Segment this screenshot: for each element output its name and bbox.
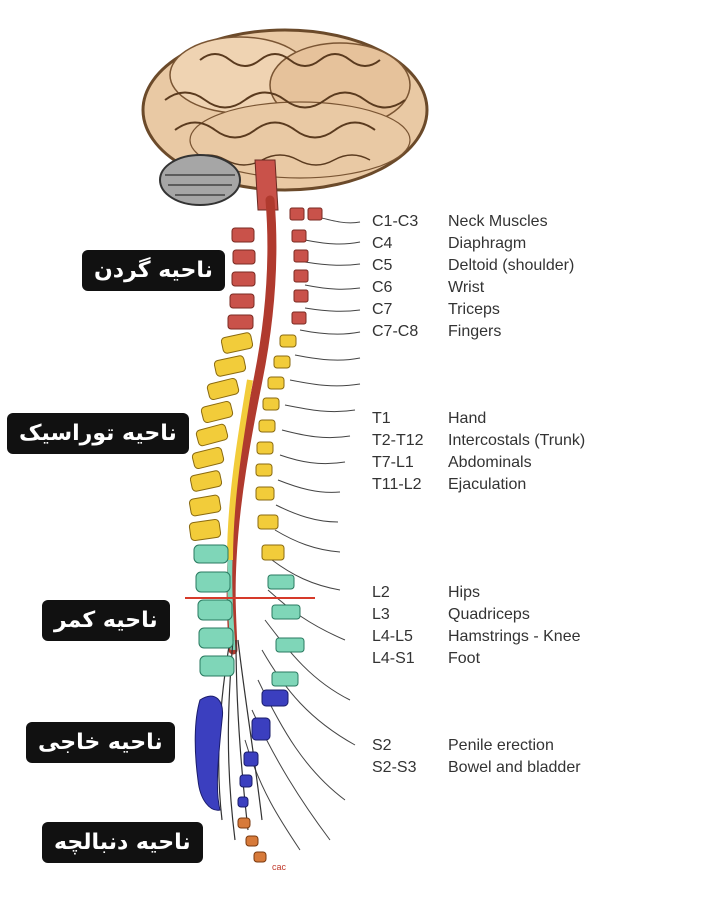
coccyx-tag: cac [272, 862, 287, 872]
segment-code: T2-T12 [372, 432, 424, 449]
segment-code: T11-L2 [372, 476, 422, 493]
segment-function: Wrist [448, 279, 485, 296]
segment-function: Bowel and bladder [448, 759, 581, 776]
segment-function: Foot [448, 650, 481, 667]
segment-function: Hand [448, 410, 487, 427]
segment-function: Fingers [448, 323, 502, 340]
region-label-lumbar: ناحیه کمر [42, 600, 170, 641]
segment-code: L2 [372, 584, 390, 601]
segment-code: C7 [372, 301, 393, 318]
segment-code: C6 [372, 279, 393, 296]
segment-code: T1 [372, 410, 391, 427]
segment-function: Deltoid (shoulder) [448, 257, 575, 274]
segment-code: L3 [372, 606, 390, 623]
brain-illustration [141, 28, 429, 211]
vertebrae-coccyx [237, 817, 267, 863]
segment-code: L4-S1 [372, 650, 415, 667]
segment-code: T7-L1 [372, 454, 414, 471]
segment-code: C4 [372, 235, 393, 252]
segment-function: Triceps [448, 301, 500, 318]
region-label-thoracic: ناحیه توراسیک [7, 413, 189, 454]
segment-function: Quadriceps [448, 606, 530, 623]
segment-function: Ejaculation [448, 476, 527, 493]
segment-code: C7-C8 [372, 323, 419, 340]
vertebrae-thoracic [188, 332, 297, 561]
segment-function: Neck Muscles [448, 213, 548, 230]
segment-function: Diaphragm [448, 235, 527, 252]
nerve-roots [244, 214, 361, 851]
segment-function: Penile erection [448, 737, 554, 754]
segment-function: Hips [448, 584, 481, 601]
region-label-cervical: ناحیه گردن [82, 250, 225, 291]
segment-function: Abdominals [448, 454, 532, 471]
segment-function: Intercostals (Trunk) [448, 432, 586, 449]
segment-code: C1-C3 [372, 213, 419, 230]
segment-function: Hamstrings - Knee [448, 628, 581, 645]
vertebrae-lumbar [193, 544, 305, 687]
segment-code: L4-L5 [372, 628, 413, 645]
segment-code: C5 [372, 257, 393, 274]
segment-code: S2 [372, 737, 392, 754]
vertebrae-sacral [194, 689, 289, 811]
vertebrae-cervical [227, 207, 323, 330]
region-label-coccyx: ناحیه دنبالچه [42, 822, 203, 863]
segment-code: S2-S3 [372, 759, 417, 776]
region-label-sacral: ناحیه خاجی [26, 722, 175, 763]
